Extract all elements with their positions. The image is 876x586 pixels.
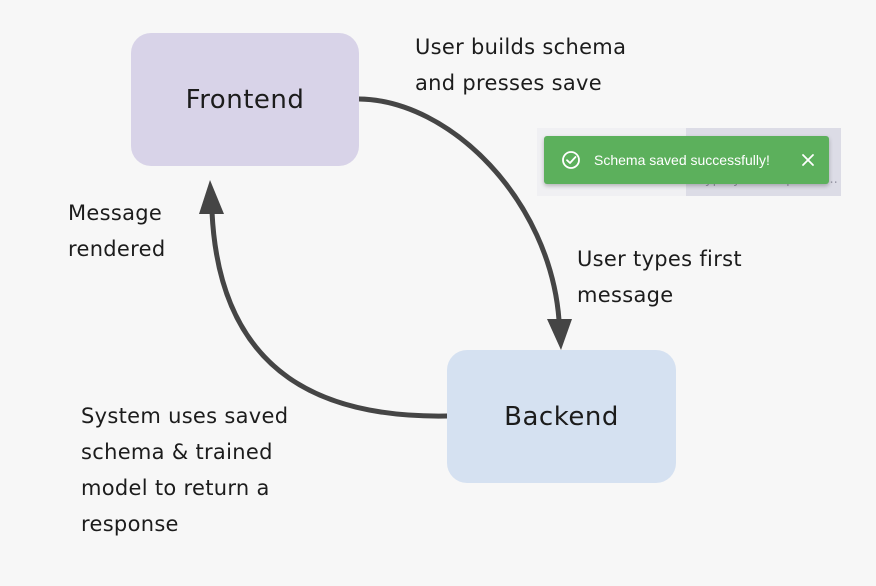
toast-message: Schema saved successfully! xyxy=(594,152,770,168)
first-message-line-1: User types first xyxy=(577,247,742,271)
close-icon[interactable] xyxy=(801,153,815,167)
backend-node: Backend xyxy=(447,350,676,483)
arrowhead-frontend xyxy=(199,180,224,214)
first-message-line-2: message xyxy=(577,283,674,307)
success-toast: Schema saved successfully! xyxy=(544,136,829,184)
check-circle-icon xyxy=(561,150,581,170)
rendered-edge-label: Message rendered xyxy=(68,195,165,267)
response-line-1: System uses saved xyxy=(81,404,289,428)
frontend-node: Frontend xyxy=(131,33,359,166)
rendered-line-1: Message xyxy=(68,201,163,225)
save-edge-label: User builds schema and presses save xyxy=(415,29,626,101)
save-label-line-2: and presses save xyxy=(415,71,602,95)
response-line-3: model to return a xyxy=(81,476,270,500)
response-line-2: schema & trained xyxy=(81,440,273,464)
rendered-line-2: rendered xyxy=(68,237,166,261)
arrow-frontend-to-backend xyxy=(356,96,562,323)
response-line-4: response xyxy=(81,512,179,536)
frontend-label: Frontend xyxy=(185,84,305,115)
arrowhead-backend xyxy=(547,319,572,350)
toast-screenshot: Type your response... Schema saved succe… xyxy=(537,128,841,196)
arrow-backend-to-frontend xyxy=(209,209,450,419)
backend-label: Backend xyxy=(504,401,619,432)
save-label-line-1: User builds schema xyxy=(415,35,627,59)
response-edge-label: System uses saved schema & trained model… xyxy=(81,398,288,542)
first-message-edge-label: User types first message xyxy=(577,241,742,313)
